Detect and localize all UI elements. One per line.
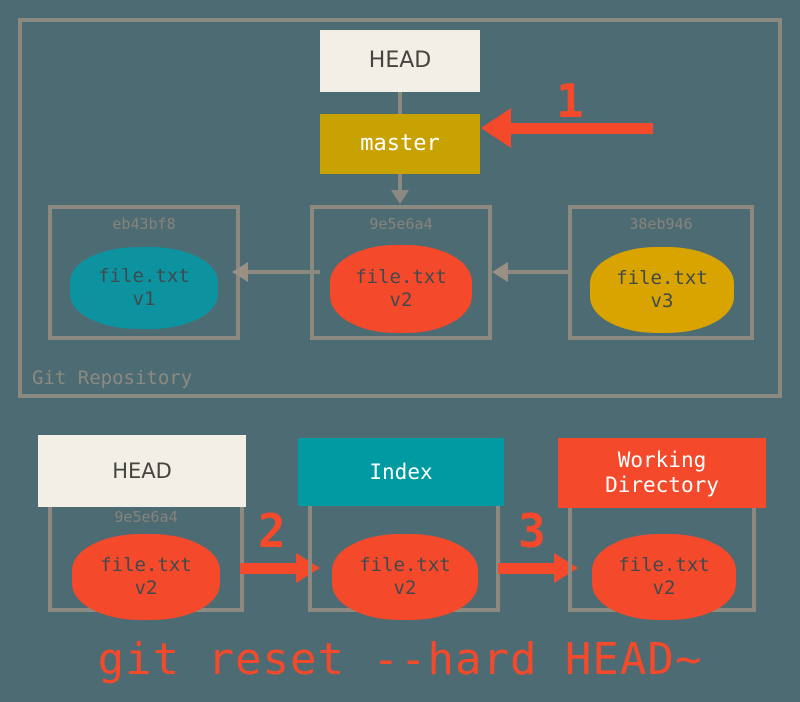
area-header-index: Index — [298, 438, 504, 506]
area-header-head: HEAD — [38, 435, 246, 507]
commit-blob-v3-filename: file.txt — [616, 266, 708, 289]
annotation-number-1: 1 — [556, 74, 584, 128]
git-repository-label: Git Repository — [32, 367, 193, 389]
head-ref-label: HEAD — [368, 48, 432, 74]
parent-link-2-to-1-head-icon — [232, 262, 248, 282]
commit-box-9e5e6a4: 9e5e6a4 file.txt v2 — [310, 205, 492, 340]
commit-blob-v2: file.txt v2 — [330, 245, 472, 333]
area-header-wd-label-line2: Directory — [605, 473, 719, 497]
master-ref-box: master — [320, 114, 480, 174]
annotation-arrow-1-shaft — [510, 123, 653, 134]
master-ref-label: master — [360, 131, 440, 157]
area-header-head-label: HEAD — [112, 458, 172, 483]
git-repository-frame — [18, 18, 782, 398]
area-blob-index-filename: file.txt — [359, 553, 451, 576]
area-hash-head: 9e5e6a4 — [114, 508, 178, 526]
commit-hash-eb43bf8: eb43bf8 — [112, 215, 176, 233]
parent-link-3-to-2-head-icon — [492, 262, 508, 282]
annotation-number-3: 3 — [518, 504, 546, 558]
area-frame-working-directory: file.txt v2 — [568, 472, 756, 620]
annotation-number-2: 2 — [258, 504, 286, 558]
area-header-index-label: Index — [369, 459, 433, 484]
commit-blob-v1: file.txt v1 — [70, 247, 218, 329]
head-ref-box: HEAD — [320, 30, 480, 92]
command-caption: git reset --hard HEAD~ — [97, 634, 703, 685]
commit-blob-v3-version: v3 — [650, 290, 674, 312]
area-header-working-directory: Working Directory — [558, 438, 766, 508]
area-blob-wd-filename: file.txt — [618, 553, 710, 576]
commit-box-38eb946: 38eb946 file.txt v3 — [568, 205, 754, 340]
area-blob-head: file.txt v2 — [72, 534, 220, 620]
commit-hash-38eb946: 38eb946 — [629, 215, 693, 233]
annotation-arrow-3-head-icon — [554, 553, 578, 583]
parent-link-3-to-2-shaft — [508, 270, 572, 274]
commit-blob-v1-filename: file.txt — [98, 264, 190, 287]
area-frame-index: file.txt v2 — [308, 472, 500, 620]
annotation-arrow-3-shaft — [498, 563, 556, 574]
area-blob-index-version: v2 — [393, 577, 417, 599]
commit-blob-v2-version: v2 — [389, 289, 413, 311]
annotation-arrow-1-head-icon — [481, 108, 511, 148]
area-blob-wd-version: v2 — [652, 577, 676, 599]
area-blob-working-directory: file.txt v2 — [592, 534, 736, 620]
area-blob-head-filename: file.txt — [100, 553, 192, 576]
commit-hash-9e5e6a4: 9e5e6a4 — [369, 215, 433, 233]
area-header-wd-label-line1: Working — [617, 448, 707, 473]
connector-head-to-master — [398, 92, 402, 114]
area-blob-index: file.txt v2 — [332, 534, 478, 620]
parent-link-2-to-1-shaft — [248, 270, 320, 274]
connector-master-to-commit — [398, 174, 402, 192]
commit-blob-v1-version: v1 — [132, 288, 156, 310]
area-blob-head-version: v2 — [134, 577, 158, 599]
commit-box-eb43bf8: eb43bf8 file.txt v1 — [48, 205, 240, 340]
connector-master-arrowhead-icon — [391, 190, 409, 204]
annotation-arrow-2-shaft — [240, 563, 298, 574]
commit-blob-v3: file.txt v3 — [590, 247, 734, 333]
commit-blob-v2-filename: file.txt — [355, 265, 447, 288]
